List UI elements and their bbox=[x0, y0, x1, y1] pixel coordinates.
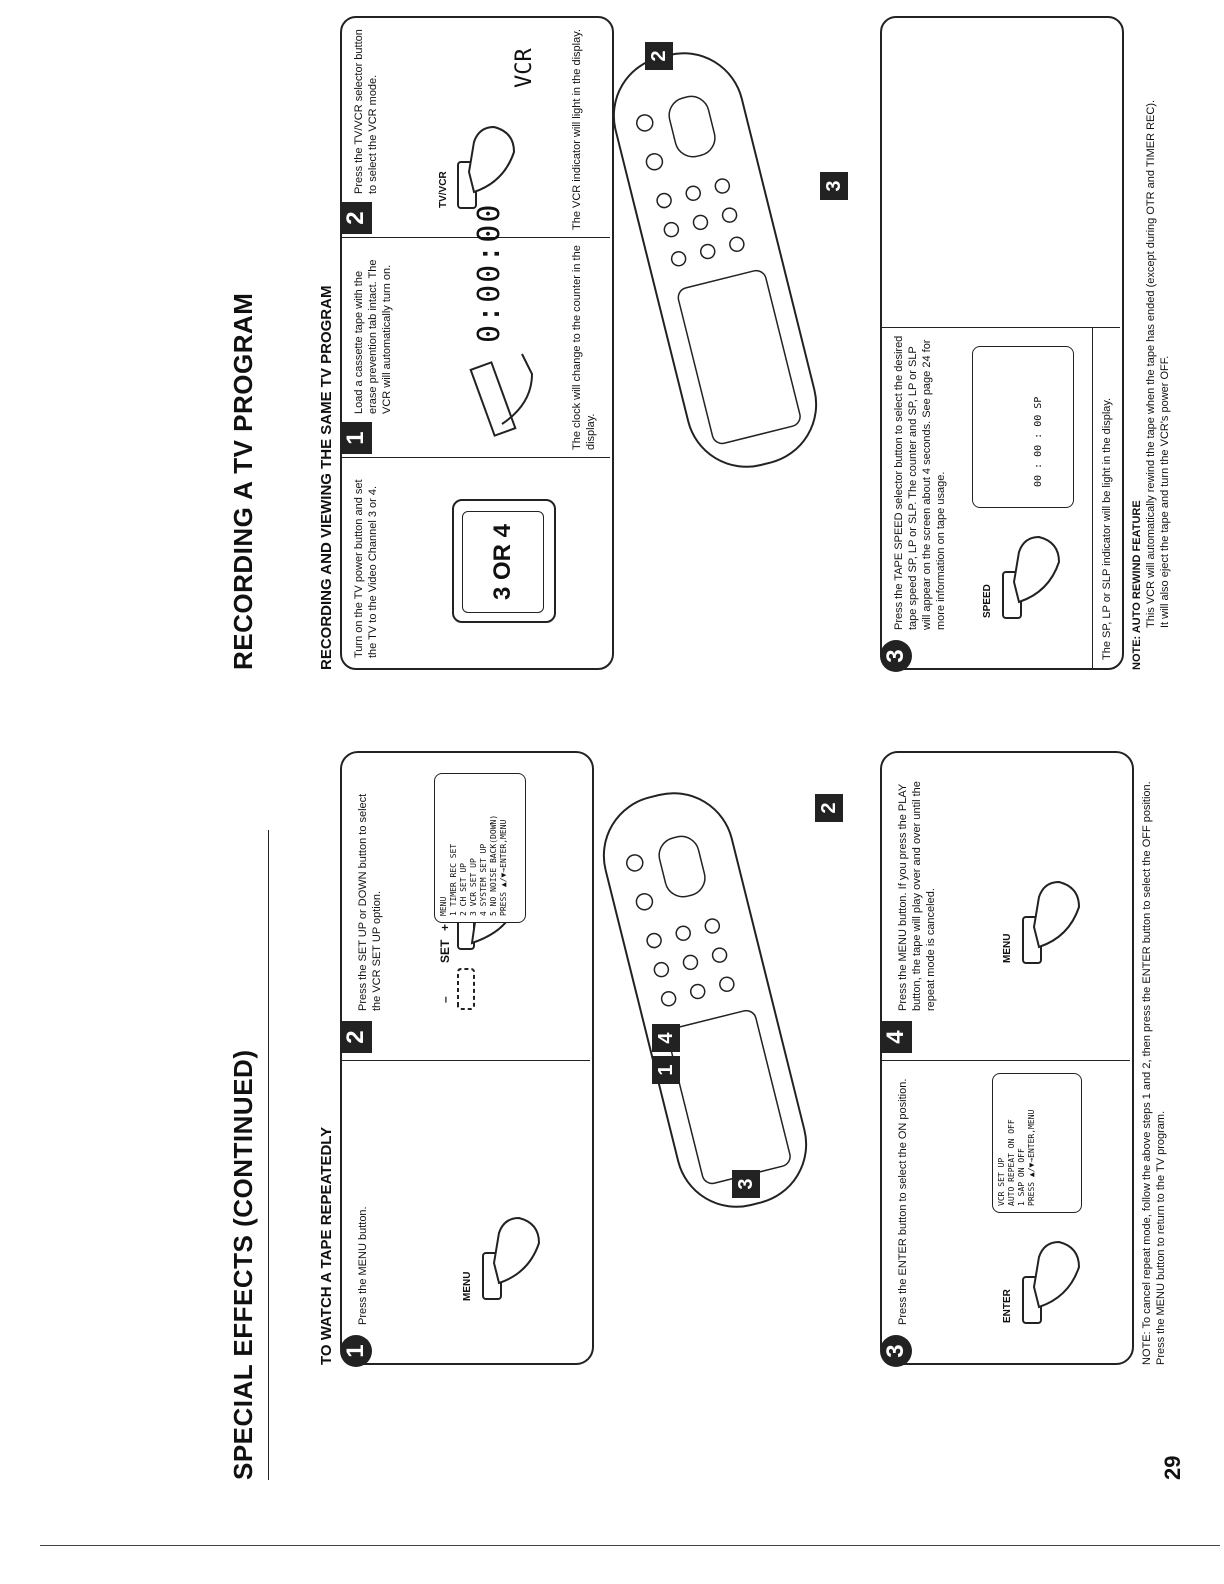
menu-line: 2 CH SET UP bbox=[459, 863, 468, 916]
step-4-text: Press the MENU button. If you press the … bbox=[897, 781, 937, 1011]
divider bbox=[342, 457, 610, 458]
menu-line: 3 VCR SET UP bbox=[469, 858, 478, 916]
remote-drawing bbox=[612, 52, 818, 468]
tv-screen: 3 OR 4 bbox=[462, 511, 544, 613]
step-1-caption: The clock will change to the counter in … bbox=[571, 245, 597, 450]
step-3-text: Press the ENTER button to select the ON … bbox=[897, 1078, 909, 1325]
step-2-badge: 2 bbox=[340, 1021, 372, 1053]
step-4-badge: 4 bbox=[880, 1021, 912, 1053]
speed-screen: 00 : 00 : 00 SP bbox=[972, 346, 1074, 508]
callout-2: 2 bbox=[645, 42, 673, 70]
menu-line: PRESS ▲/▼→ENTER,MENU bbox=[499, 819, 508, 916]
step-2-text-b: the VCR SET UP option. bbox=[371, 890, 383, 1011]
tv-vcr-label: TV/VCR bbox=[438, 171, 449, 208]
menu-line: 1 TIMER REC SET bbox=[449, 843, 458, 916]
rotated-page: SPECIAL EFFECTS (CONTINUED) TO WATCH A T… bbox=[228, 16, 1185, 1480]
right-page-title: RECORDING A TV PROGRAM bbox=[228, 292, 258, 670]
step-3-text: Press the TAPE SPEED selector button to … bbox=[893, 335, 947, 630]
bottom-rule bbox=[40, 1545, 1220, 1546]
step-2-text: Press the TV/VCR selector button to sele… bbox=[353, 29, 379, 194]
menu-label: MENU bbox=[462, 1271, 473, 1301]
remote-control-right bbox=[610, 30, 820, 490]
screen-line: AUTO REPEAT ON OFF bbox=[1007, 1119, 1016, 1206]
divider bbox=[342, 1060, 590, 1061]
step-2-caption: The VCR indicator will light in the disp… bbox=[571, 29, 583, 230]
record-heading: RECORDING AND VIEWING THE SAME TV PROGRA… bbox=[318, 285, 335, 670]
finger-press-icon bbox=[457, 125, 516, 209]
callout-4: 4 bbox=[652, 1024, 680, 1052]
title-rule bbox=[268, 830, 269, 1480]
finger-press-icon bbox=[1022, 880, 1081, 964]
screen-line: VCR SET UP bbox=[997, 1157, 1006, 1206]
set-label: SET bbox=[438, 939, 452, 963]
screen-line: PRESS ▲/▼→ENTER,MENU bbox=[1027, 1109, 1036, 1206]
record-top-box: Turn on the TV power button and set the … bbox=[340, 16, 614, 670]
menu-line: MENU bbox=[439, 896, 448, 916]
step-1-text: Press the MENU button. bbox=[357, 1206, 369, 1325]
menu-line: 5 NO NOISE BACK(DOWN) bbox=[489, 814, 498, 916]
divider bbox=[1092, 328, 1093, 668]
set-plus: + bbox=[438, 923, 452, 931]
step-1-badge: 1 bbox=[340, 422, 372, 454]
screen-line: 1 SAP ON OFF bbox=[1017, 1148, 1026, 1206]
tv-icon: 3 OR 4 bbox=[452, 499, 556, 623]
divider bbox=[882, 1060, 1130, 1061]
menu-line: 4 SYSTEM SET UP bbox=[479, 843, 488, 916]
menu-label: MENU bbox=[1002, 933, 1013, 963]
callout-3: 3 bbox=[820, 172, 848, 200]
callout-2: 2 bbox=[815, 794, 843, 822]
step-1-badge: 1 bbox=[340, 1335, 372, 1367]
vcr-setup-screen: VCR SET UP AUTO REPEAT ON OFF 1 SAP ON O… bbox=[992, 1073, 1082, 1213]
auto-rewind-line-1: This VCR will automatically rewind the t… bbox=[1145, 99, 1157, 628]
step-0-text: Turn on the TV power button and set the … bbox=[353, 479, 379, 658]
counter-display: 0:00:00 bbox=[472, 202, 507, 343]
finger-press-icon bbox=[482, 1216, 541, 1300]
auto-rewind-title: NOTE: AUTO REWIND FEATURE bbox=[1131, 500, 1143, 670]
step-3-badge: 3 bbox=[880, 640, 912, 672]
repeat-note: NOTE: To cancel repeat mode, follow the … bbox=[1141, 781, 1167, 1365]
repeat-heading: TO WATCH A TAPE REPEATEDLY bbox=[318, 1126, 335, 1365]
speed-label: SPEED bbox=[982, 584, 993, 618]
step-3-caption: The SP, LP or SLP indicator will be ligh… bbox=[1101, 397, 1113, 660]
repeat-top-box: 1 Press the MENU button. MENU 2 Press th… bbox=[340, 751, 594, 1367]
step-3-badge: 3 bbox=[880, 1335, 912, 1367]
auto-rewind-line-2: It will also eject the tape and turn the… bbox=[1159, 355, 1171, 628]
finger-press-icon bbox=[1002, 535, 1061, 619]
callout-3: 3 bbox=[732, 1170, 760, 1198]
repeat-bottom-box: 3 Press the ENTER button to select the O… bbox=[880, 751, 1134, 1367]
vcr-indicator: VCR bbox=[512, 48, 537, 88]
speed-counter: 00 : 00 : 00 SP bbox=[1033, 396, 1044, 487]
step-1-text: Load a cassette tape with the erase prev… bbox=[353, 259, 393, 414]
step-2-badge: 2 bbox=[340, 202, 372, 234]
left-page-title: SPECIAL EFFECTS (CONTINUED) bbox=[228, 1049, 258, 1480]
finger-press-icon bbox=[1022, 1240, 1081, 1324]
remote-drawing bbox=[602, 792, 808, 1208]
page-number: 29 bbox=[1160, 1455, 1185, 1480]
enter-label: ENTER bbox=[1002, 1289, 1013, 1323]
remote-control-left bbox=[600, 770, 810, 1230]
cassette-insert-icon bbox=[469, 353, 534, 437]
record-bottom-box: 3 Press the TAPE SPEED selector button t… bbox=[880, 16, 1124, 672]
divider bbox=[882, 327, 1120, 328]
set-minus: – bbox=[438, 996, 452, 1003]
menu-screen: MENU 1 TIMER REC SET 2 CH SET UP 3 VCR S… bbox=[434, 773, 526, 923]
callout-1: 1 bbox=[652, 1056, 680, 1084]
step-2-text-a: Press the SET UP or DOWN button to selec… bbox=[357, 793, 369, 1011]
